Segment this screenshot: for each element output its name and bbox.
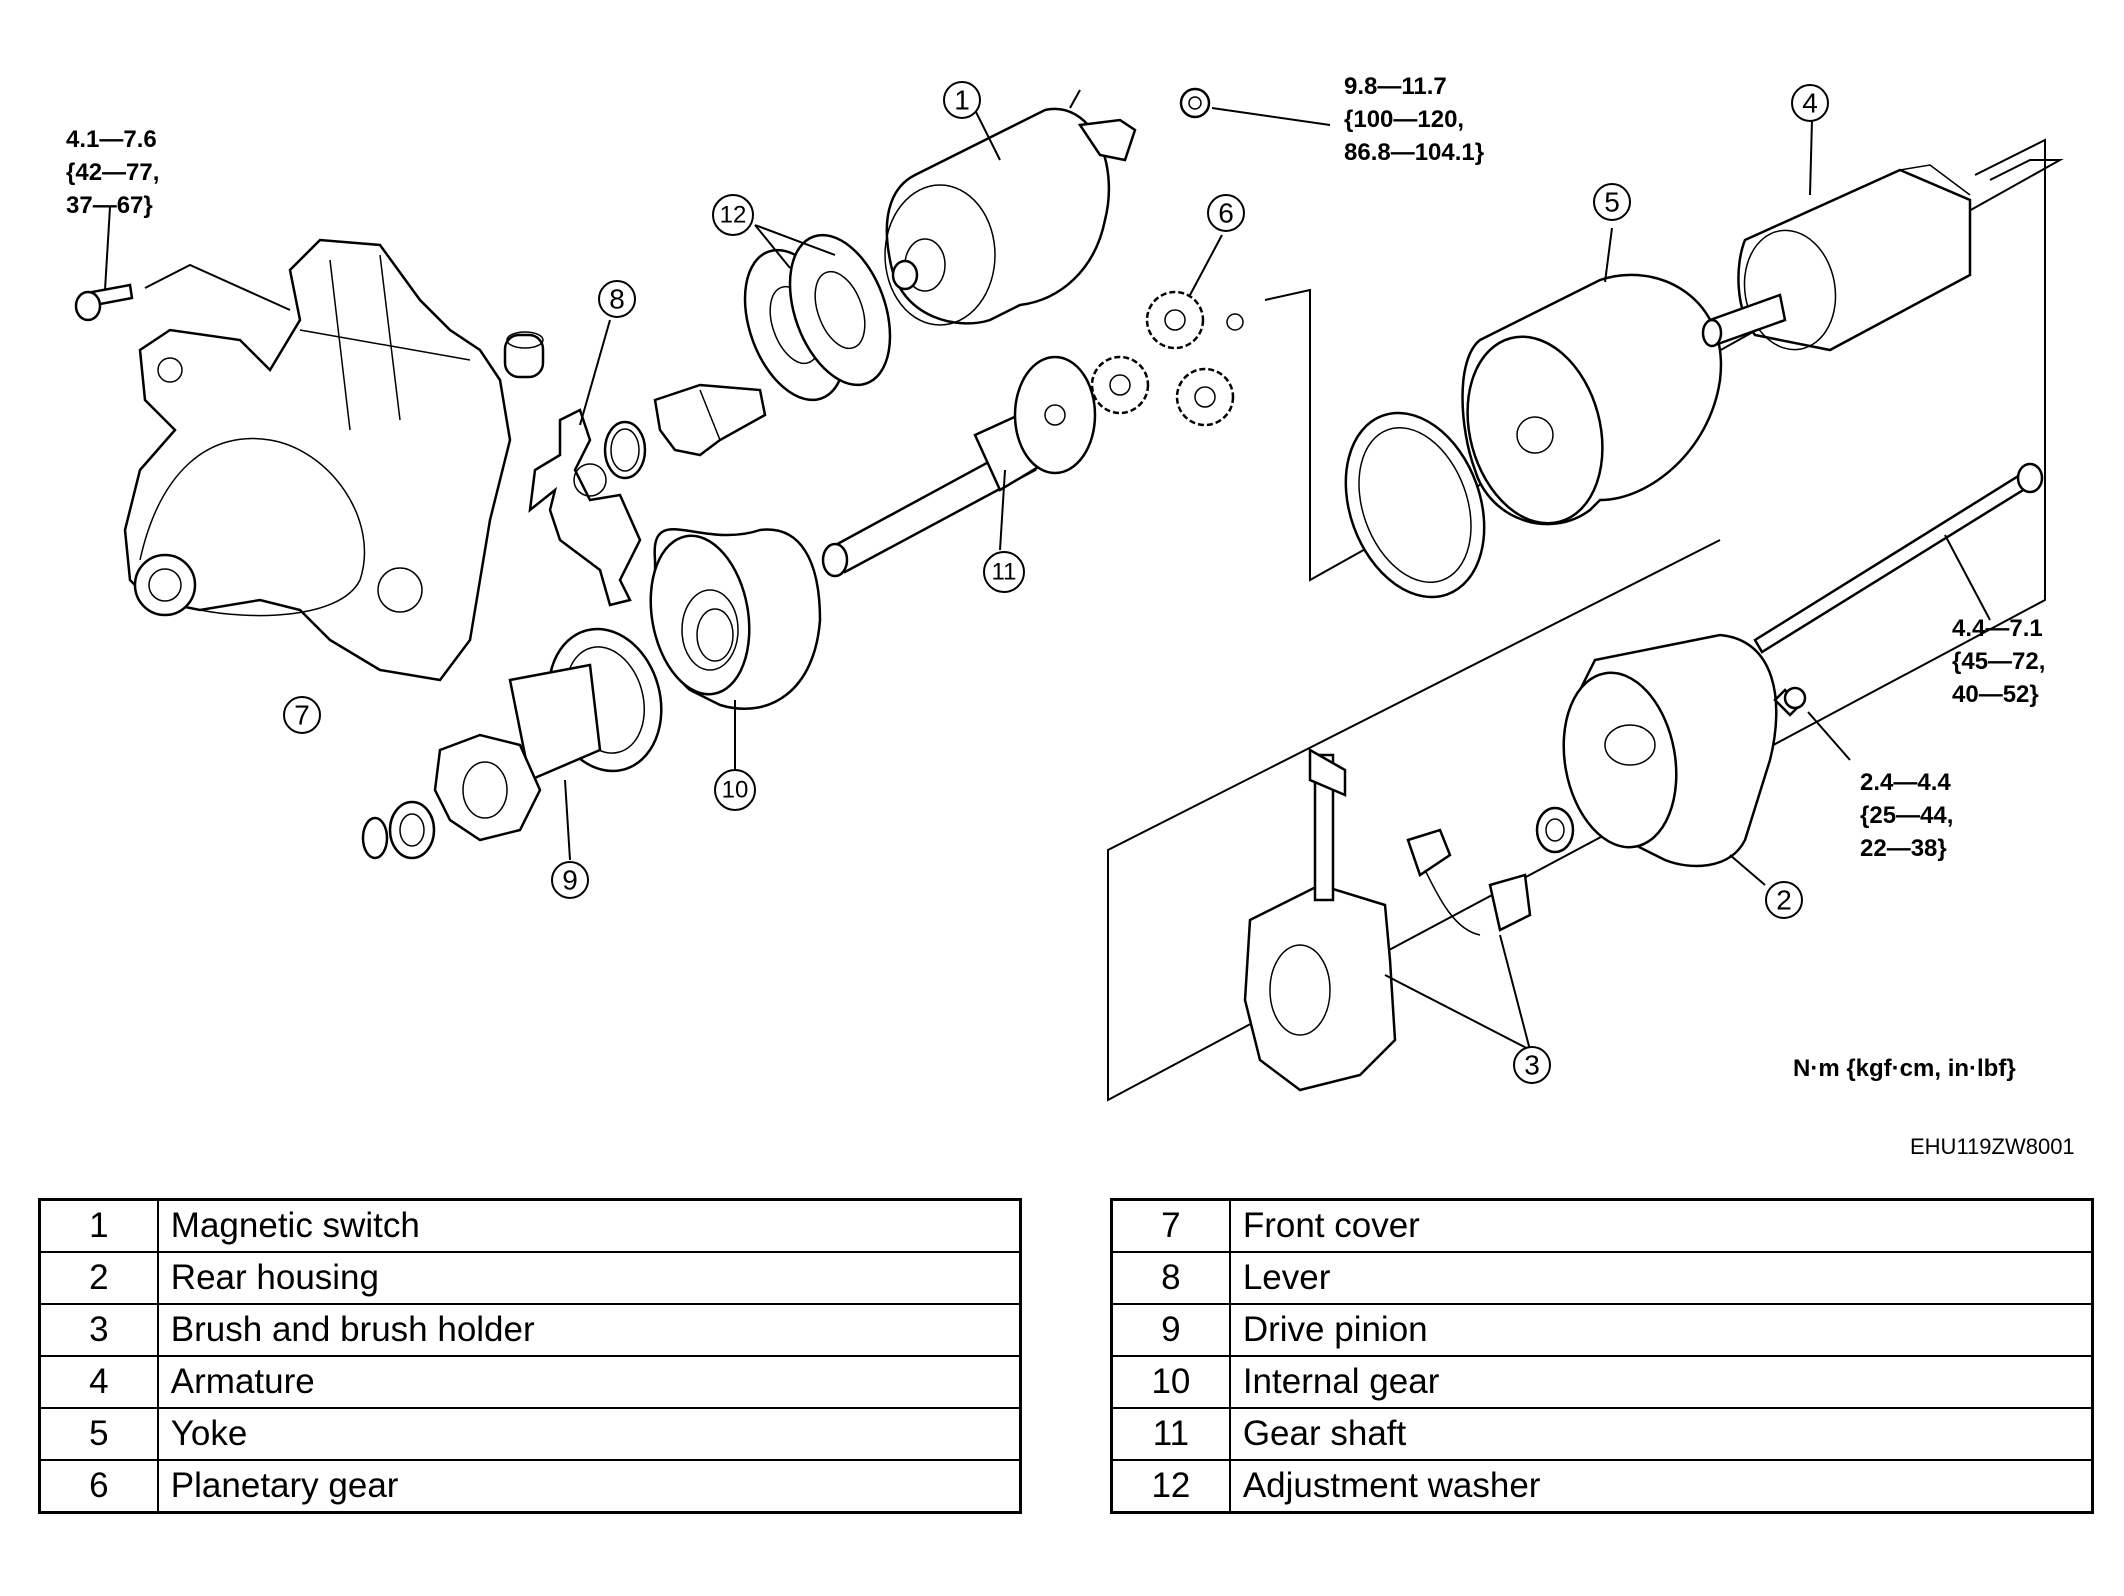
gear-shaft-part <box>821 355 1097 578</box>
part-number: 9 <box>1110 1303 1231 1357</box>
part-number: 5 <box>38 1407 159 1461</box>
part-number: 6 <box>38 1459 159 1514</box>
callout-4-label: 4 <box>1802 88 1818 119</box>
part-number: 3 <box>38 1303 159 1357</box>
armature-part <box>1701 119 1972 352</box>
callout-7-label: 7 <box>294 700 310 731</box>
callout-11: 11 <box>983 551 1025 593</box>
callout-3-label: 3 <box>1524 1050 1540 1081</box>
torque-spec-switch-nut: 9.8—11.7 {100—120, 86.8—104.1} <box>1344 73 1485 166</box>
yoke-part <box>1461 227 1723 526</box>
bearing-part <box>1535 806 1575 854</box>
callout-1-label: 1 <box>954 85 970 116</box>
part-name: Planetary gear <box>156 1459 1022 1514</box>
front-cover-part <box>123 238 512 682</box>
callout-11-label: 11 <box>992 559 1017 586</box>
callout-8: 8 <box>598 280 636 318</box>
snap-ring-part <box>361 800 436 860</box>
callout-2-label: 2 <box>1776 885 1792 916</box>
part-name: Armature <box>156 1355 1022 1409</box>
part-number: 11 <box>1110 1407 1231 1461</box>
callout-9: 9 <box>551 861 589 899</box>
callout-6: 6 <box>1207 194 1245 232</box>
figure-code: EHU119ZW8001 <box>1910 1134 2075 1159</box>
torque-spec-through-bolt: 4.4—7.1 {45—72, 40—52} <box>1952 615 2046 708</box>
front-bolt-part <box>74 206 291 322</box>
lever-part <box>528 319 642 607</box>
plunger-part <box>653 383 767 457</box>
o-ring-part <box>603 420 647 480</box>
planetary-gear-part <box>1090 234 1244 427</box>
magnetic-switch-part <box>884 89 1137 326</box>
part-number: 2 <box>38 1251 159 1305</box>
callout-10: 10 <box>714 769 756 811</box>
part-number: 10 <box>1110 1355 1231 1409</box>
callout-8-label: 8 <box>609 284 625 315</box>
internal-gear-part <box>649 528 822 770</box>
callout-3: 3 <box>1513 1046 1551 1084</box>
callout-12-label: 12 <box>720 202 747 229</box>
part-name: Yoke <box>156 1407 1022 1461</box>
callout-9-label: 9 <box>562 865 578 896</box>
rear-housing-part <box>1562 633 1778 886</box>
part-name: Rear housing <box>156 1251 1022 1305</box>
part-name: Front cover <box>1228 1198 2094 1253</box>
bushing-part <box>503 331 545 379</box>
part-name: Lever <box>1228 1251 2094 1305</box>
rear-screw-part <box>1773 686 1851 761</box>
brush-spring-ring-part <box>1344 411 1486 599</box>
callout-5-label: 5 <box>1604 187 1620 218</box>
adjustment-washer-part <box>743 224 892 402</box>
callout-7: 7 <box>283 696 321 734</box>
part-name: Internal gear <box>1228 1355 2094 1409</box>
drive-pinion-part <box>433 627 663 861</box>
callout-10-label: 10 <box>722 777 749 804</box>
part-number: 7 <box>1110 1198 1231 1253</box>
part-name: Magnetic switch <box>156 1198 1022 1253</box>
brush-holder-part <box>1243 747 1541 1092</box>
part-number: 12 <box>1110 1459 1231 1514</box>
through-bolt-part <box>1753 462 2044 654</box>
torque-spec-front-bolt: 4.1—7.6 {42—77, 37—67} <box>66 126 160 219</box>
part-name: Adjustment washer <box>1228 1459 2094 1514</box>
callout-4: 4 <box>1791 84 1829 122</box>
part-number: 8 <box>1110 1251 1231 1305</box>
torque-spec-rear-screw: 2.4—4.4 {25—44, 22—38} <box>1860 769 1954 862</box>
callout-6-label: 6 <box>1218 198 1234 229</box>
part-number: 1 <box>38 1198 159 1253</box>
part-name: Drive pinion <box>1228 1303 2094 1357</box>
part-name: Brush and brush holder <box>156 1303 1022 1357</box>
callout-2: 2 <box>1765 881 1803 919</box>
callout-1: 1 <box>943 81 981 119</box>
torque-units-note: N·m {kgf·cm, in·lbf} <box>1793 1055 2016 1082</box>
callout-5: 5 <box>1593 183 1631 221</box>
part-name: Gear shaft <box>1228 1407 2094 1461</box>
callout-12: 12 <box>712 194 754 236</box>
part-number: 4 <box>38 1355 159 1409</box>
switch-nut-part <box>1179 87 1331 126</box>
